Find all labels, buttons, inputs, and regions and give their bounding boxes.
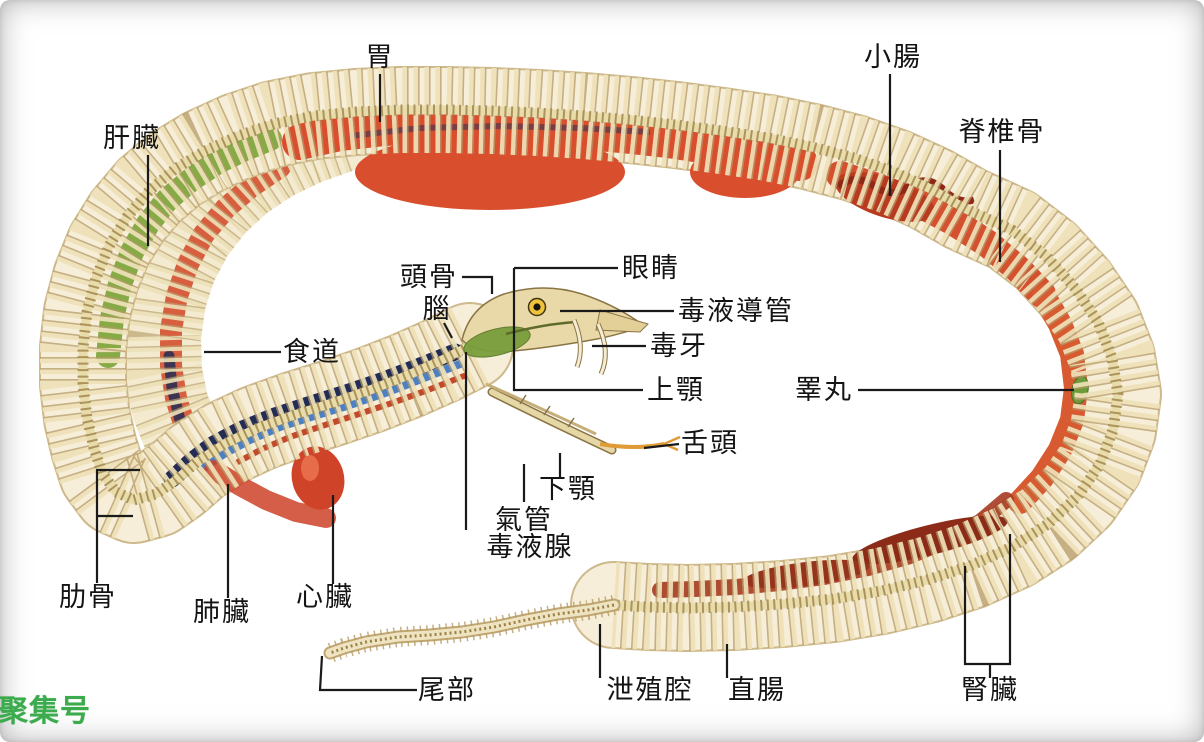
vertebrae-segments [77,104,1124,614]
label-testes: 睪丸 [795,375,853,405]
label-vertebrae: 脊椎骨 [959,117,1046,147]
label-heart: 心臟 [296,582,354,612]
label-esophagus: 食道 [283,337,341,367]
label-eye: 眼睛 [622,253,680,283]
label-rectum: 直腸 [728,675,786,705]
label-venom-fang: 毒牙 [650,331,708,361]
leader-skull [462,275,494,294]
label-brain: 腦 [423,294,452,324]
fang-2 [596,323,607,375]
snake-body [39,66,1162,652]
eye-pupil [533,303,541,311]
label-tongue: 舌頭 [681,428,739,458]
tail-spine [329,603,615,655]
lower-jaw-bone [489,389,615,453]
leader-tongue [643,442,680,450]
heart-highlight [301,455,319,481]
watermark: 聚集号 [0,695,91,728]
label-lower-jaw: 下顎 [539,474,597,504]
leader-upper-jaw [512,268,643,392]
label-venom-duct: 毒液導管 [678,296,794,326]
label-skull: 頭骨 [400,262,458,292]
label-kidneys: 腎臟 [961,675,1019,705]
jaw-teeth [519,394,575,428]
label-lungs: 肺臟 [193,597,251,627]
leader-kidneys [963,534,1012,666]
label-liver: 肝臟 [103,123,161,153]
label-upper-jaw: 上顎 [647,375,705,405]
lower-jaw-bone-2 [485,382,597,436]
fang-1 [572,319,582,368]
snake-head [461,287,681,455]
label-ribs: 肋骨 [59,582,117,612]
leader-brain [443,322,453,339]
label-trachea: 氣管 [495,505,553,535]
label-tail: 尾部 [418,675,476,705]
tongue-shape [599,442,665,449]
snout-upper-jaw [595,309,649,333]
label-stomach: 胃 [366,42,395,72]
label-small-intestine: 小腸 [864,42,922,72]
leader-ribs [95,468,140,583]
label-cloaca: 泄殖腔 [607,675,694,705]
snake-tail [323,595,621,663]
leader-tail [318,655,417,692]
label-layer: 胃 小腸肝臟 脊椎骨頭骨 眼睛毒液導管毒牙上顎 腦食道睪丸舌頭下顎氣管毒液腺肋骨肺臟 心臟… [59,42,1074,705]
label-venom-gland: 毒液腺 [487,532,574,562]
